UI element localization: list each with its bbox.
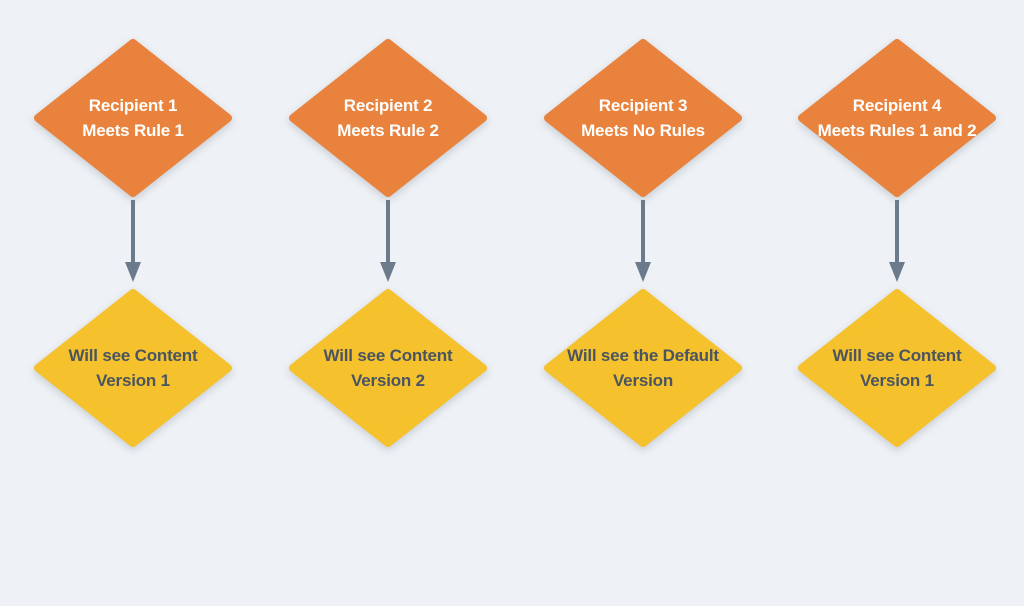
condition-line-2: Meets Rules 1 and 2	[817, 121, 977, 140]
condition-label: Recipient 2 Meets Rule 2	[288, 38, 488, 198]
result-node-version-1: Will see Content Version 1	[33, 288, 233, 448]
diamond-shape	[798, 289, 996, 447]
diamond-shape	[544, 39, 742, 197]
condition-line-2: Meets Rule 1	[82, 121, 184, 140]
condition-node-recipient-1: Recipient 1 Meets Rule 1	[33, 38, 233, 198]
condition-node-recipient-4: Recipient 4 Meets Rules 1 and 2	[797, 38, 997, 198]
flow-column-2: Recipient 2 Meets Rule 2 Will see Conten…	[288, 0, 488, 606]
result-label: Will see the Default Version	[543, 288, 743, 448]
condition-node-recipient-3: Recipient 3 Meets No Rules	[543, 38, 743, 198]
result-line-2: Version	[612, 371, 674, 390]
condition-node-recipient-2: Recipient 2 Meets Rule 2	[288, 38, 488, 198]
condition-line-1: Recipient 4	[852, 96, 942, 115]
result-node-default-version: Will see the Default Version	[543, 288, 743, 448]
condition-label: Recipient 4 Meets Rules 1 and 2	[797, 38, 997, 198]
condition-line-1: Recipient 3	[598, 96, 688, 115]
condition-line-1: Recipient 1	[88, 96, 178, 115]
condition-label: Recipient 3 Meets No Rules	[543, 38, 743, 198]
diamond-shape	[798, 39, 996, 197]
arrow-down-icon	[889, 200, 905, 282]
result-line-2: Version 1	[860, 371, 934, 390]
result-node-version-1: Will see Content Version 1	[797, 288, 997, 448]
diamond-shape	[289, 289, 487, 447]
condition-label: Recipient 1 Meets Rule 1	[33, 38, 233, 198]
result-label: Will see Content Version 1	[797, 288, 997, 448]
condition-line-2: Meets No Rules	[581, 121, 705, 140]
flow-column-1: Recipient 1 Meets Rule 1 Will see Conten…	[33, 0, 233, 606]
diamond-shape	[34, 289, 232, 447]
diamond-shape	[34, 39, 232, 197]
diamond-shape	[544, 289, 742, 447]
condition-line-1: Recipient 2	[343, 96, 433, 115]
arrow-down-icon	[635, 200, 651, 282]
arrow-down-icon	[380, 200, 396, 282]
condition-line-2: Meets Rule 2	[337, 121, 439, 140]
result-line-1: Will see the Default	[567, 346, 719, 365]
result-label: Will see Content Version 2	[288, 288, 488, 448]
result-node-version-2: Will see Content Version 2	[288, 288, 488, 448]
result-label: Will see Content Version 1	[33, 288, 233, 448]
result-line-1: Will see Content	[68, 346, 198, 365]
result-line-2: Version 1	[96, 371, 170, 390]
flow-column-3: Recipient 3 Meets No Rules Will see the …	[543, 0, 743, 606]
diamond-shape	[289, 39, 487, 197]
result-line-1: Will see Content	[832, 346, 962, 365]
result-line-1: Will see Content	[323, 346, 453, 365]
arrow-down-icon	[125, 200, 141, 282]
result-line-2: Version 2	[351, 371, 425, 390]
flow-column-4: Recipient 4 Meets Rules 1 and 2 Will see…	[797, 0, 997, 606]
